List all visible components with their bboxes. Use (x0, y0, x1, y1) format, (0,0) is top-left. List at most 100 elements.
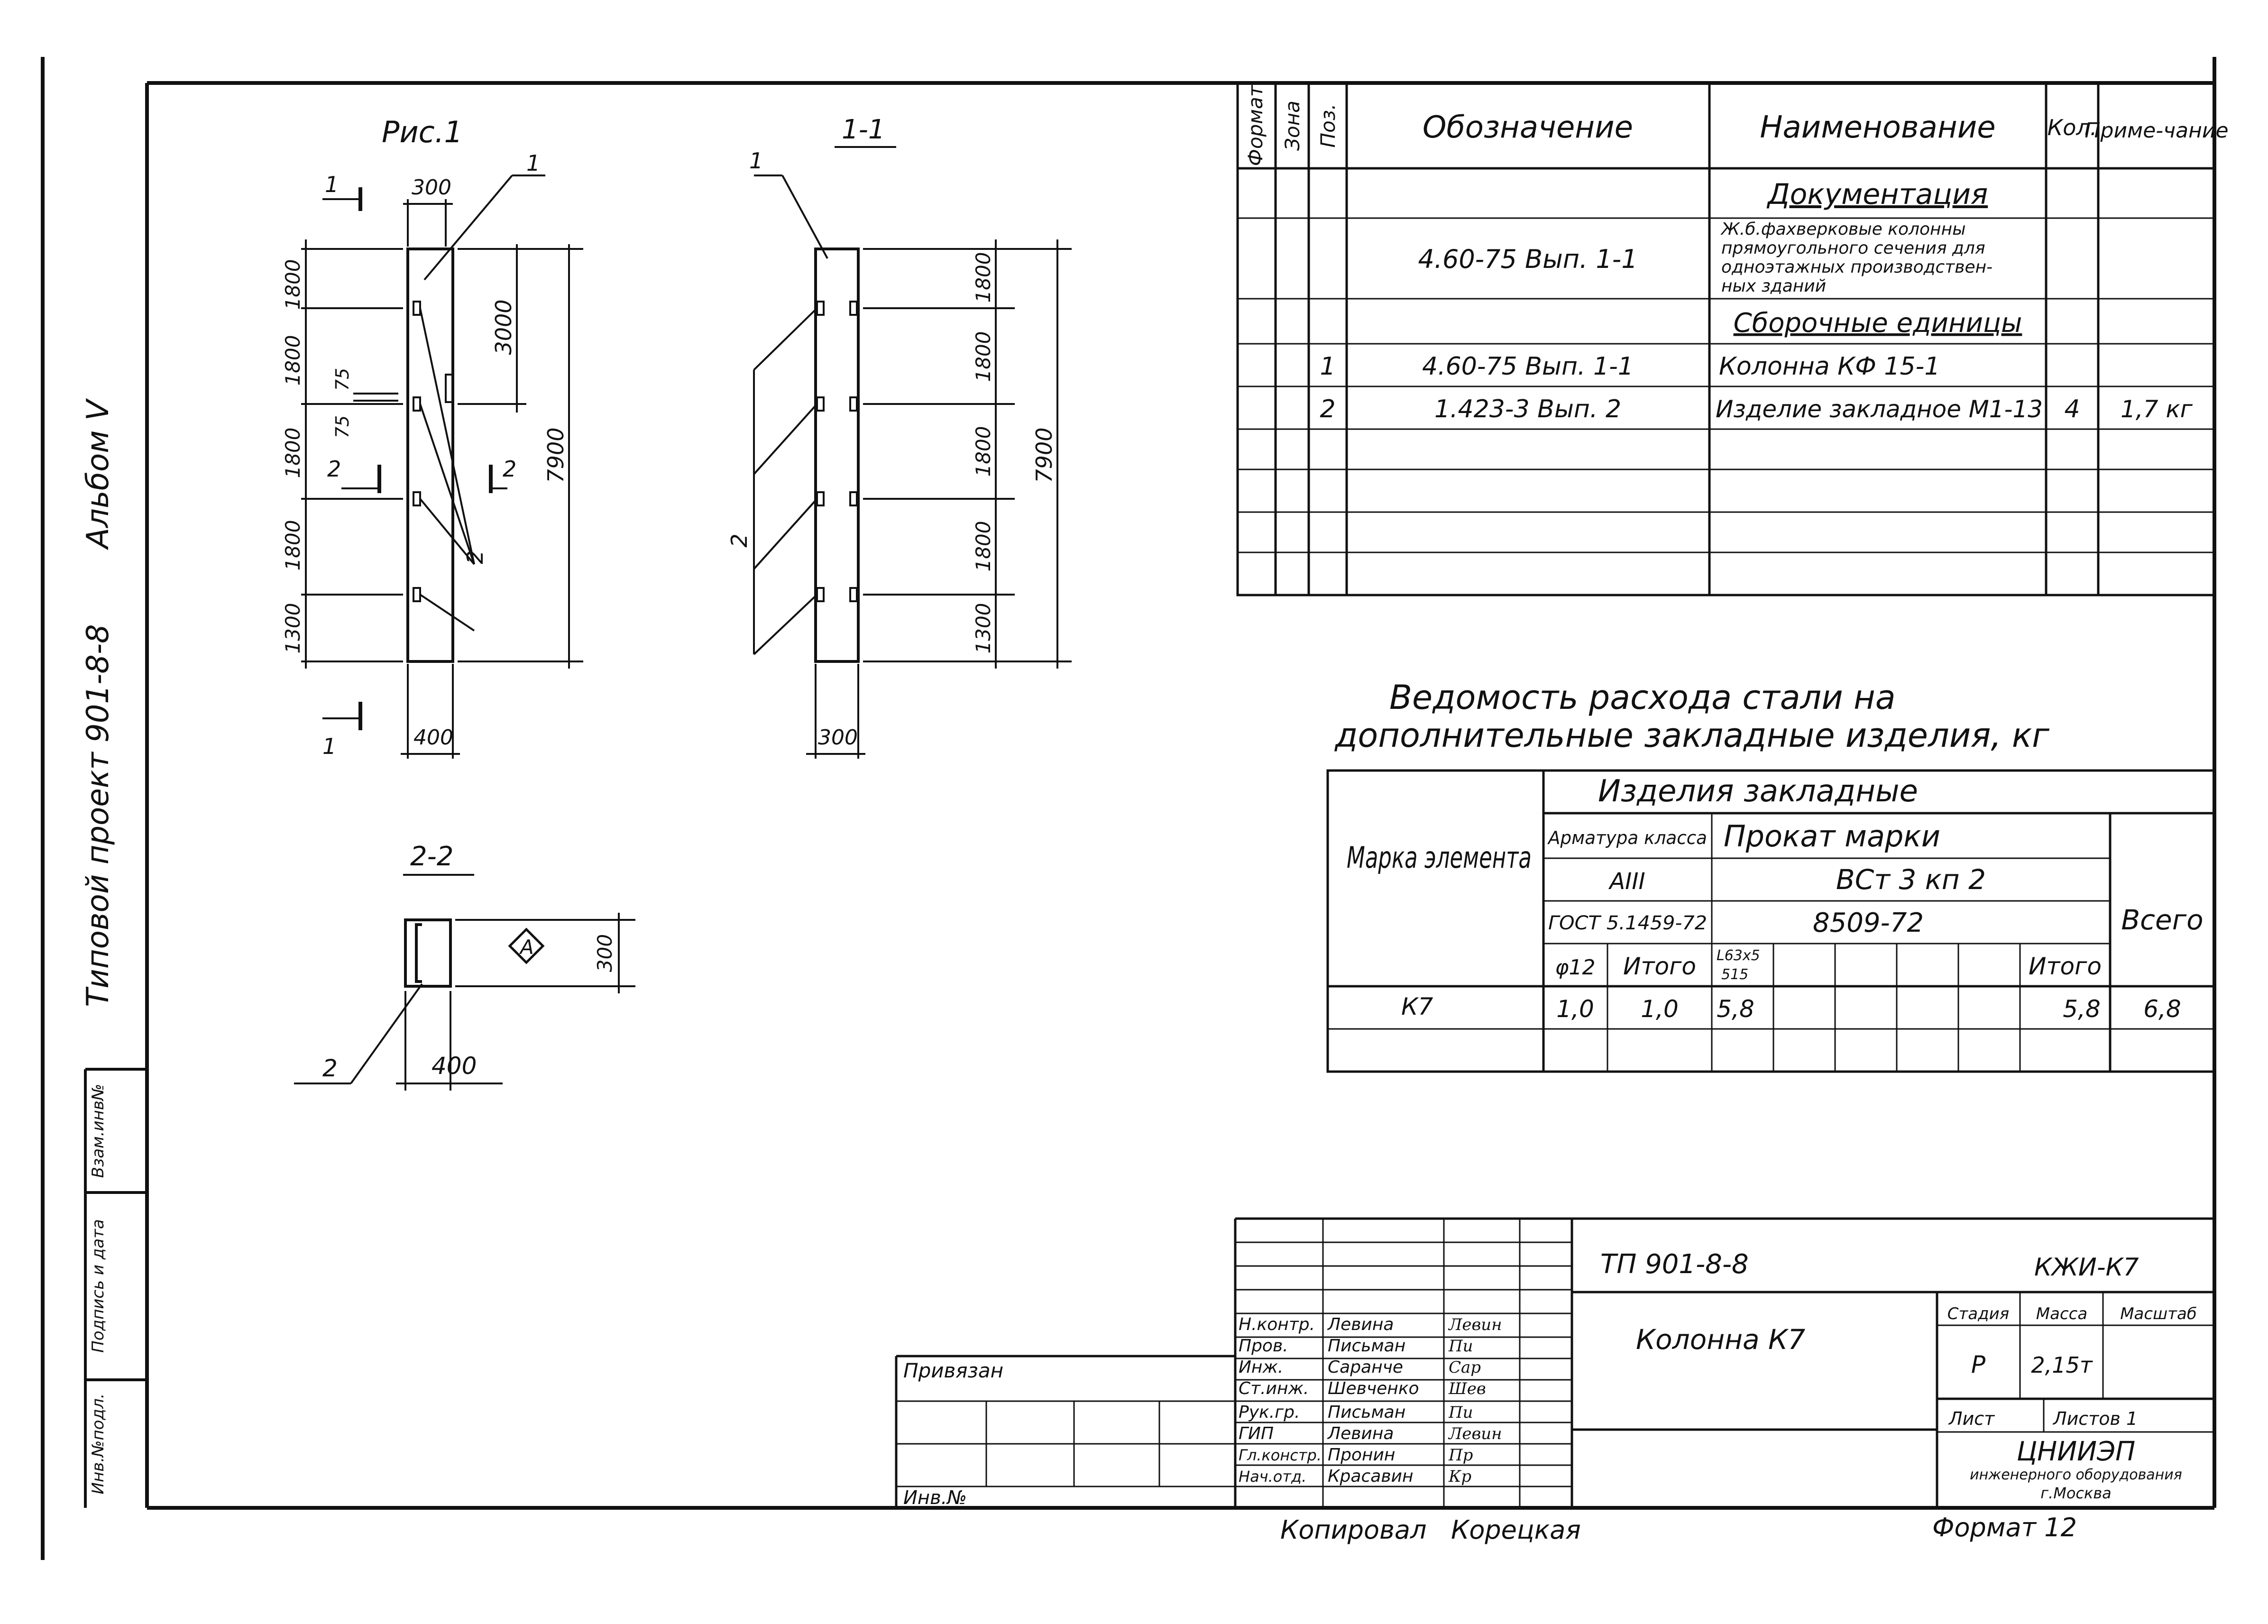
column-outline (406, 248, 454, 663)
row-2-qty: 4 (2064, 395, 2080, 423)
staff-sign: Пи (1448, 1403, 1473, 1422)
stamp-city: г.Москва (2040, 1484, 2112, 1502)
section-1-1-leader-1: 1 (749, 148, 763, 174)
stamp-title: Колонна К7 (1636, 1323, 1805, 1356)
section-1-1: 1-1 1 2 (726, 114, 1072, 759)
section-2-2-dim-300: 300 (593, 934, 616, 972)
section-2-2-title: 2-2 (410, 841, 453, 872)
section-1-1-dim-300: 300 (818, 725, 858, 750)
section-2-2-plate (415, 923, 422, 983)
dim-top-width-label: 300 (412, 175, 451, 200)
staff-role: ГИП (1239, 1424, 1274, 1443)
steel-sub-itogo-2: Итого (2029, 953, 2102, 980)
doc-name-line-4: ных зданий (1721, 276, 1826, 296)
dim-right (458, 244, 583, 669)
row-2-name: Изделие закладное М1-13 (1716, 395, 2043, 423)
staff-name: Саранче (1328, 1358, 1403, 1377)
section-1-1-leader-2: 2 (726, 533, 752, 547)
steel-sub-angle-len: 515 (1721, 966, 1748, 983)
doc-name-line-2: прямоугольного сечения для (1721, 239, 1985, 258)
leader-1-label: 1 (526, 150, 540, 176)
field-vzam: Взам.инв№ (89, 1084, 108, 1178)
section-docs: Документация (1766, 178, 1988, 211)
staff-sign: Пи (1448, 1337, 1473, 1356)
section-2-2-dims (294, 913, 635, 1091)
section-2-2-outline (404, 918, 452, 988)
row-2-note: 1,7 кг (2121, 395, 2193, 423)
stamp-massa-label: Масса (2036, 1304, 2087, 1323)
staff-name: Пронин (1328, 1445, 1395, 1465)
steel-row-itogo2: 5,8 (2063, 995, 2101, 1023)
header-format: Формат (1244, 84, 1267, 166)
stamp-org-sub: инженерного оборудования (1970, 1467, 2182, 1483)
staff-name: Левина (1327, 1315, 1394, 1334)
footer-copied: Копировал (1280, 1515, 1427, 1545)
staff-role: Пров. (1239, 1336, 1288, 1356)
header-qty: Кол. (2048, 115, 2097, 140)
dim-top-width (403, 199, 453, 247)
steel-row-itogo1: 1,0 (1641, 995, 1679, 1023)
stamp-project-code: ТП 901-8-8 (1600, 1249, 1749, 1280)
album-label: Альбом V (81, 398, 116, 551)
spec-table: Формат Зона Поз. Обозначение Наименовани… (1236, 82, 2229, 596)
steel-table: Ведомость расхода стали на дополнительны… (1326, 678, 2216, 1073)
staff-rows: Н.контр. Левина Левин Пров. Письман Пи И… (1239, 1315, 1502, 1486)
steel-total-header: Всего (2121, 904, 2203, 936)
header-name: Наименование (1760, 110, 1995, 145)
staff-role: Гл.констр. (1239, 1446, 1322, 1464)
header-note: Приме-чание (2084, 119, 2228, 143)
dim-bottom-width-label: 400 (413, 725, 453, 750)
project-label: Типовой проект 901-8-8 (81, 624, 116, 1007)
staff-role: Инж. (1239, 1358, 1283, 1377)
staff-name: Письман (1328, 1403, 1405, 1422)
steel-mark-header: Марка элемента (1347, 840, 1532, 875)
footer-format: Формат 12 (1932, 1513, 2077, 1542)
row-1-name: Колонна КФ 15-1 (1719, 352, 1940, 381)
footer: Копировал Корецкая Формат 12 (1280, 1513, 2077, 1545)
staff-role: Рук.гр. (1239, 1403, 1300, 1422)
leaders (419, 174, 545, 632)
steel-title-2: дополнительные закладные изделия, кг (1334, 716, 2050, 755)
stamp-masshtab-label: Масштаб (2120, 1304, 2197, 1323)
cut-2-right: 2 (503, 456, 516, 482)
section-2-2: 2-2 A 300 400 2 (294, 841, 635, 1091)
staff-role: Нач.отд. (1239, 1468, 1306, 1486)
section-1-1-dim-1800b: 1800 (972, 426, 995, 477)
leader-2-label: 2 (462, 550, 488, 564)
staff-name: Письман (1328, 1336, 1405, 1356)
dim-left-1300: 1300 (281, 603, 304, 654)
header-pos: Поз. (1316, 104, 1340, 148)
staff-name: Красавин (1328, 1467, 1413, 1486)
figure-title: Рис.1 (382, 115, 463, 149)
section-assembly: Сборочные единицы (1734, 308, 2022, 339)
section-1-1-title: 1-1 (842, 114, 885, 145)
footer-copier: Корецкая (1451, 1515, 1581, 1545)
dim-left-75b: 75 (332, 415, 353, 438)
stamp-list-label: Лист (1948, 1408, 1995, 1429)
staff-sign: Пр (1448, 1446, 1473, 1465)
dim-left-chain (301, 239, 403, 669)
steel-rebar-class: AIII (1608, 868, 1645, 895)
field-podpis: Подпись и дата (89, 1219, 108, 1353)
doc-name-line-1: Ж.б.фахверковые колонны (1720, 220, 1966, 239)
section-2-2-leader-2: 2 (322, 1055, 338, 1082)
dim-left-1800c: 1800 (281, 428, 304, 478)
section-1-1-dim-1300: 1300 (972, 603, 995, 654)
section-1-1-dim-1800a: 1800 (972, 331, 995, 382)
doc-name-line-3: одноэтажных производствен- (1721, 257, 1993, 277)
header-zone: Зона (1281, 101, 1304, 151)
stamp-stadia: Р (1971, 1351, 1986, 1378)
steel-sub-itogo-1: Итого (1623, 953, 1696, 980)
section-1-1-dim-7900: 7900 (1031, 427, 1057, 483)
steel-rolled-gost: 8509-72 (1813, 908, 1924, 938)
steel-title-1: Ведомость расхода стали на (1389, 678, 1896, 717)
stamp-listov-label: Листов 1 (2052, 1408, 2138, 1429)
row-2-designation: 1.423-3 Вып. 2 (1434, 395, 1621, 423)
stamp-inv-no: Инв.№ (903, 1487, 967, 1509)
staff-sign: Кр (1448, 1467, 1471, 1486)
embedded-plates (413, 301, 421, 602)
stamp-sheet-code: КЖИ-К7 (2034, 1253, 2139, 1282)
staff-sign: Левин (1448, 1315, 1502, 1334)
staff-sign: Левин (1448, 1424, 1502, 1443)
